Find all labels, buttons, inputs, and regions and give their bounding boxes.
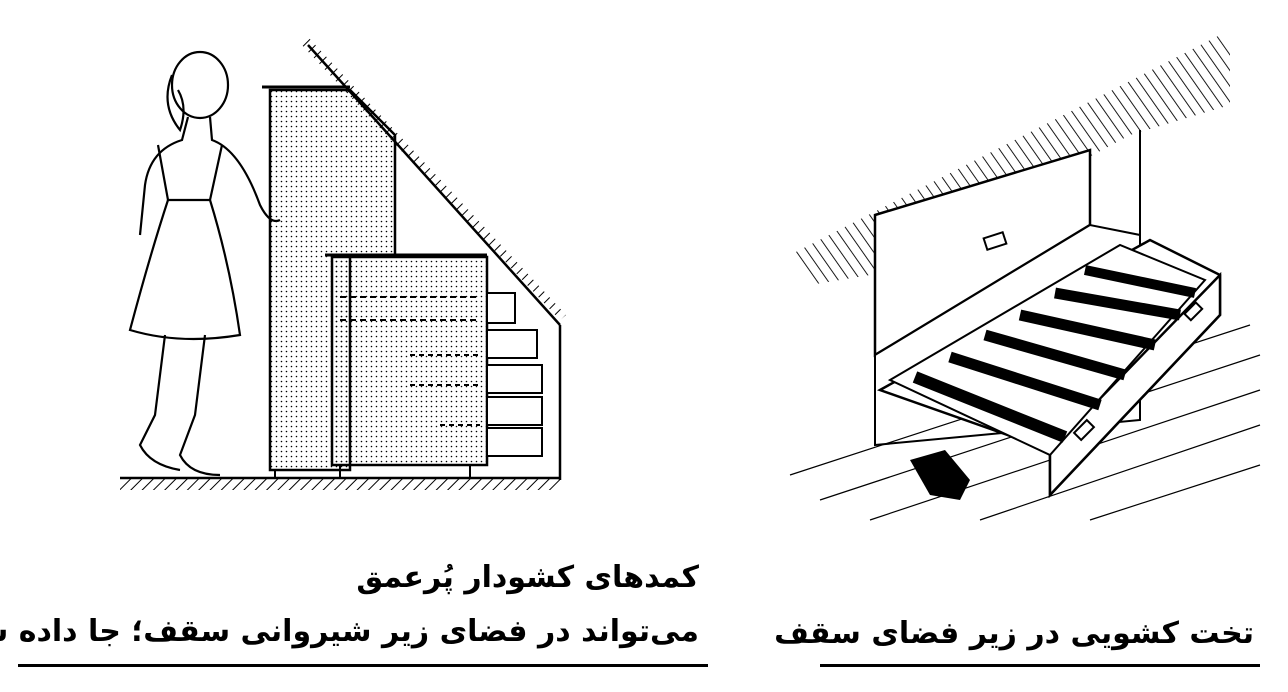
right-caption-rule	[820, 664, 1260, 667]
left-caption-subtitle: می‌تواند در فضای زیر شیروانی سقف؛ جا داد…	[0, 614, 699, 649]
pull-arrow-icon	[910, 450, 970, 500]
floor-hatching	[120, 478, 560, 490]
right-caption-title: تخت کشویی در زیر فضای سقف	[774, 616, 1254, 651]
mattress	[887, 243, 1207, 457]
woman-figure	[128, 50, 281, 477]
left-caption-title: کمدهای کشودار پُرعمق	[356, 560, 699, 595]
attic-cabinets-illustration	[120, 37, 566, 490]
drawer-chest	[325, 253, 543, 478]
left-caption-rule	[18, 664, 708, 667]
pullout-bed-illustration	[789, 35, 1261, 521]
